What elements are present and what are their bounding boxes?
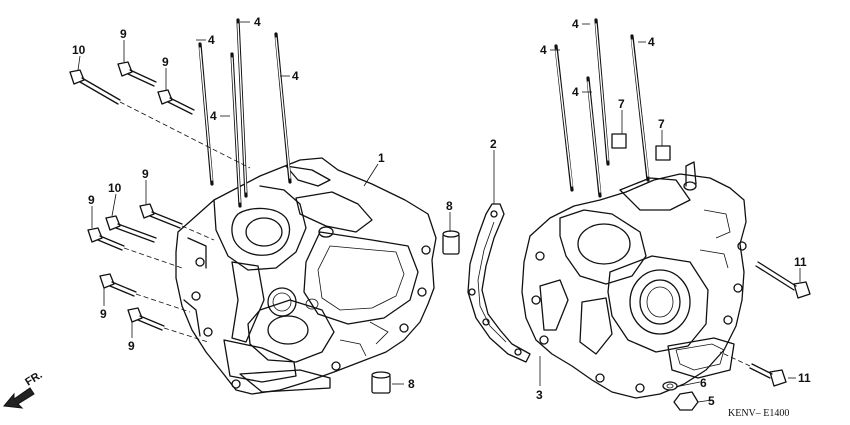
stud-bolts-left [198,18,292,208]
callout-9a: 9 [120,27,127,41]
dowel-pin-lower [371,371,391,394]
callout-6: 6 [700,376,707,390]
callout-8b: 8 [408,377,415,391]
callout-labels: 1 2 3 4 4 4 4 4 4 4 4 5 6 7 7 8 8 9 9 9 … [72,15,811,408]
flange-bolts-left [69,61,251,343]
callout-2: 2 [490,137,497,151]
callout-3: 3 [536,388,543,402]
callout-4h: 4 [572,85,579,99]
callout-5: 5 [708,394,715,408]
callout-10b: 10 [108,181,122,195]
callout-9c: 9 [142,167,149,181]
front-direction-indicator: FR. [3,369,45,409]
callout-10a: 10 [72,43,86,57]
callout-4f: 4 [540,43,547,57]
callout-11b: 11 [798,371,811,385]
stud-bolts-right [554,18,650,198]
front-label: FR. [23,369,44,389]
callout-4g: 4 [648,35,655,49]
gasket [467,203,531,363]
right-crankcase [521,161,747,399]
callout-7b: 7 [658,117,665,131]
callout-4b: 4 [254,15,261,29]
callout-4e: 4 [572,17,579,31]
flange-bolts-right [719,261,811,387]
diagram-code: KENV– E1400 [728,408,789,419]
dowel-pins-7 [611,133,671,161]
callout-9e: 9 [100,307,107,321]
sealing-washer [662,381,678,391]
callout-8a: 8 [446,199,453,213]
callout-4d: 4 [210,109,217,123]
callout-9f: 9 [128,339,135,353]
drain-bolt [673,391,699,411]
callout-4a: 4 [208,33,215,47]
callout-9b: 9 [162,55,169,69]
leader-lines [77,21,801,403]
callout-9d: 9 [88,193,95,207]
front-arrow-icon [3,387,35,409]
callout-1: 1 [378,151,385,165]
left-crankcase [175,157,437,395]
callout-11a: 11 [794,255,807,269]
dowel-pin-upper [442,230,460,255]
callout-4c: 4 [292,69,299,83]
callout-7a: 7 [618,97,625,111]
